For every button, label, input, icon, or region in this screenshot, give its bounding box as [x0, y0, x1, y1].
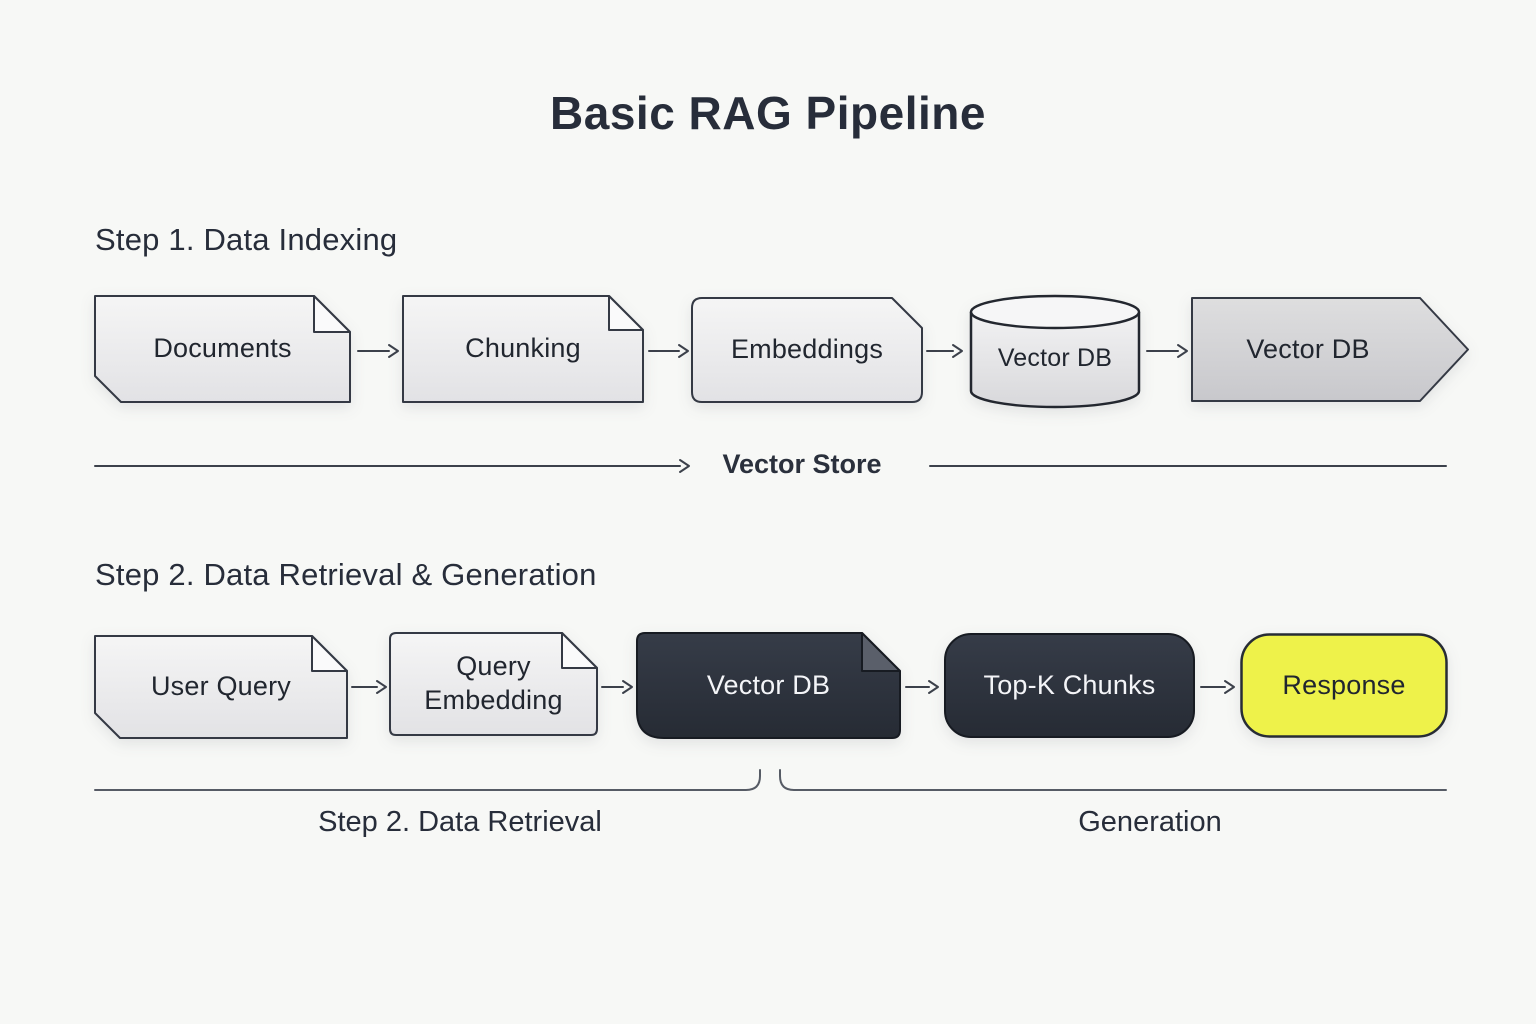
arrow-icon: [601, 680, 633, 694]
node-user-query: User Query: [94, 635, 348, 739]
arrow-icon: [1146, 344, 1188, 358]
vector-store-arrow-icon: [94, 459, 690, 473]
node-label: Top-K Chunks: [983, 669, 1156, 700]
document-shape: [402, 295, 644, 403]
arrow-icon: [905, 680, 939, 694]
pentagon-arrow-shape: [1191, 297, 1469, 402]
cut-corner-card-shape: [691, 297, 923, 403]
node-label: Embeddings: [730, 334, 884, 365]
bracket-generation: [779, 769, 1447, 791]
arrow-icon: [926, 344, 963, 358]
document-shape: [94, 295, 351, 403]
arrow-icon: [357, 344, 399, 358]
node-documents: Documents: [94, 295, 351, 403]
node-vector-db-cylinder: Vector DB: [969, 294, 1141, 409]
highlight-rounded-shape: [1240, 633, 1448, 738]
generation-bracket-label: Generation: [1078, 806, 1222, 838]
document-shape: [389, 632, 598, 736]
document-shape: [94, 635, 348, 739]
node-label: Documents: [153, 333, 292, 364]
page-title: Basic RAG Pipeline: [550, 87, 986, 139]
arrow-icon: [648, 344, 689, 358]
bracket-retrieval: [94, 769, 761, 791]
node-label-line2: Embedding: [424, 685, 563, 715]
arrow-icon: [1200, 680, 1235, 694]
node-query-embedding: Query Embedding: [389, 632, 598, 736]
arrow-icon: [351, 680, 387, 694]
node-label: Response: [1282, 669, 1406, 700]
vector-store-label: Vector Store: [722, 449, 882, 479]
node-label: User Query: [150, 671, 292, 702]
retrieval-bracket-label: Step 2. Data Retrieval: [318, 806, 602, 838]
node-label: Vector DB: [997, 343, 1113, 372]
node-vector-db-dark: Vector DB: [636, 632, 901, 739]
node-top-k-chunks: Top-K Chunks: [944, 633, 1195, 738]
node-label-line1: Query: [456, 651, 531, 682]
node-chunking: Chunking: [402, 295, 644, 403]
node-response: Response: [1240, 633, 1448, 738]
step2-heading: Step 2. Data Retrieval & Generation: [95, 557, 597, 592]
node-label: Query Embedding: [390, 633, 597, 735]
node-embeddings: Embeddings: [691, 297, 923, 403]
node-vector-db-pentagon: Vector DB: [1191, 297, 1469, 402]
node-label: Vector DB: [1246, 333, 1370, 364]
node-label: Vector DB: [706, 669, 831, 700]
database-cylinder-icon: [969, 294, 1141, 409]
rounded-dark-shape: [944, 633, 1195, 738]
step1-heading: Step 1. Data Indexing: [95, 222, 398, 257]
node-label: Chunking: [465, 333, 581, 364]
dark-document-shape: [636, 632, 901, 739]
